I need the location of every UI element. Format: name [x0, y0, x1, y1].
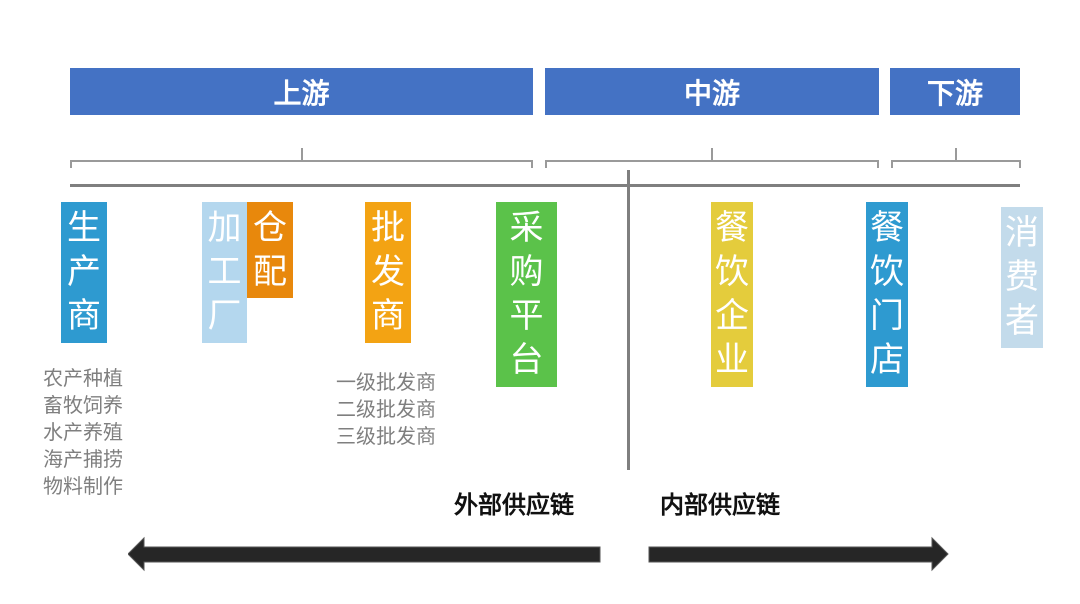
node-char: 平 [509, 296, 544, 336]
node-char: 厂 [207, 296, 242, 336]
internal-chain-label: 内部供应链 [660, 491, 780, 519]
node-consumer: 消 费 者 [1001, 207, 1043, 348]
node-char: 费 [1005, 257, 1039, 297]
stage-midstream: 中游 [545, 68, 879, 115]
arrow-left-icon [128, 536, 601, 572]
list-item: 海产捕捞 [43, 447, 123, 471]
node-char: 仓 [253, 208, 287, 248]
node-char: 饮 [715, 252, 749, 292]
node-procurement-platform: 采 购 平 台 [496, 202, 557, 387]
node-char: 业 [715, 340, 749, 380]
node-char: 生 [67, 208, 101, 248]
list-item: 畜牧饲养 [43, 393, 123, 417]
node-char: 商 [67, 296, 101, 336]
node-char: 台 [509, 340, 544, 380]
timeline-axis [70, 184, 1020, 187]
node-warehouse-distribution: 仓 配 [247, 202, 293, 298]
list-item: 水产养殖 [43, 420, 123, 444]
node-producer: 生 产 商 [61, 202, 107, 343]
list-item: 二级批发商 [336, 397, 436, 421]
brace-midstream-tick [711, 148, 713, 160]
node-char: 消 [1005, 213, 1039, 253]
producer-types-list: 农产种植 畜牧饲养 水产养殖 海产捕捞 物料制作 [43, 365, 123, 500]
node-char: 配 [253, 252, 287, 292]
node-char: 店 [870, 340, 904, 380]
stage-downstream-label: 下游 [926, 76, 983, 110]
node-char: 企 [715, 296, 749, 336]
list-item: 农产种植 [43, 366, 123, 390]
node-char: 发 [371, 252, 405, 292]
node-char: 门 [870, 296, 904, 336]
node-char: 购 [509, 252, 544, 292]
node-char: 者 [1005, 301, 1039, 341]
node-char: 产 [67, 252, 101, 292]
chain-divider [627, 170, 630, 470]
node-char: 饮 [870, 252, 904, 292]
external-chain-label: 外部供应链 [454, 491, 574, 519]
stage-downstream: 下游 [890, 68, 1020, 115]
brace-midstream [545, 160, 879, 168]
node-wholesaler: 批 发 商 [365, 202, 411, 343]
node-char: 采 [509, 208, 544, 248]
brace-downstream-tick [955, 148, 957, 160]
list-item: 一级批发商 [336, 370, 436, 394]
brace-upstream-tick [301, 148, 303, 160]
node-processing-plant: 加 工 厂 [202, 202, 247, 343]
list-item: 三级批发商 [336, 424, 436, 448]
arrow-right-icon [648, 536, 949, 572]
node-char: 餐 [715, 208, 749, 248]
brace-downstream [891, 160, 1021, 168]
stage-midstream-label: 中游 [683, 76, 740, 110]
node-char: 工 [207, 252, 242, 292]
node-char: 餐 [870, 208, 904, 248]
node-catering-store: 餐 饮 门 店 [866, 202, 908, 387]
wholesaler-levels-list: 一级批发商 二级批发商 三级批发商 [336, 369, 436, 450]
list-item: 物料制作 [43, 474, 123, 498]
stage-upstream: 上游 [70, 68, 533, 115]
node-char: 加 [207, 208, 242, 248]
stage-upstream-label: 上游 [273, 76, 330, 110]
node-char: 商 [371, 296, 405, 336]
node-char: 批 [371, 208, 405, 248]
brace-upstream [70, 160, 533, 168]
node-catering-enterprise: 餐 饮 企 业 [711, 202, 753, 387]
